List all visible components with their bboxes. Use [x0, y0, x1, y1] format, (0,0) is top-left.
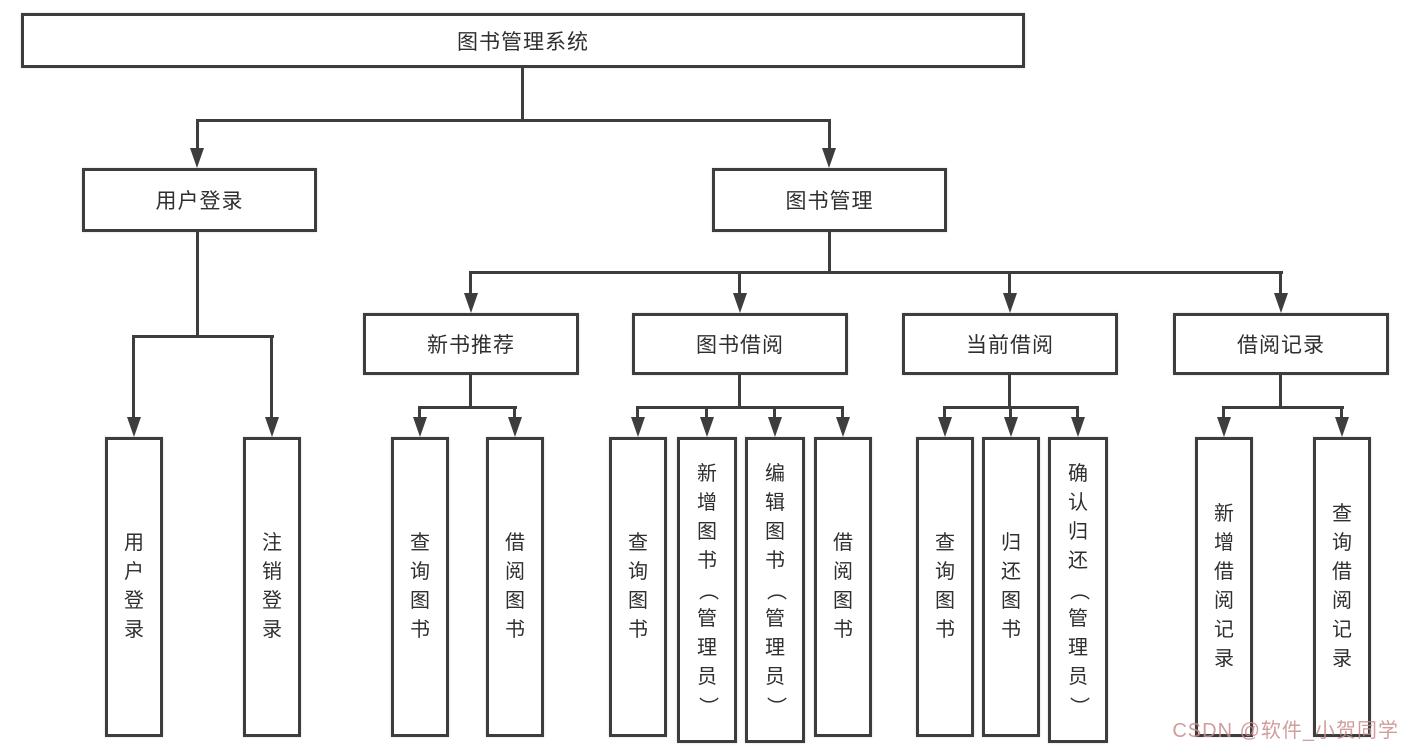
leaf-logout-login: 注销登录 — [243, 437, 301, 737]
connector-line — [469, 271, 472, 293]
node-book-management: 图书管理 — [712, 168, 947, 232]
connector-line — [132, 335, 135, 417]
node-user-login-label: 用户登录 — [155, 190, 244, 213]
connector-line — [469, 271, 1283, 274]
arrowhead-down-icon — [938, 417, 952, 437]
connector-line — [773, 406, 776, 417]
connector-line — [469, 375, 472, 409]
connector-line — [738, 375, 741, 409]
arrowhead-down-icon — [1071, 417, 1085, 437]
node-current-borrow: 当前借阅 — [902, 313, 1118, 375]
node-book-borrow: 图书借阅 — [632, 313, 848, 375]
leaf-return-books: 归还图书 — [982, 437, 1040, 737]
connector-line — [828, 232, 831, 274]
arrowhead-down-icon — [265, 417, 279, 437]
connector-line — [1279, 271, 1282, 293]
node-current-borrow-label: 当前借阅 — [966, 334, 1054, 357]
leaf-borrow-books: 借阅图书 — [814, 437, 872, 737]
arrowhead-down-icon — [1217, 417, 1231, 437]
connector-line — [418, 406, 517, 409]
connector-line — [1076, 406, 1079, 417]
leaf-add-books-admin: 新增图书（管理员） — [677, 437, 737, 743]
connector-line — [1222, 406, 1225, 417]
leaf-query-books-borrow: 查询图书 — [609, 437, 667, 737]
connector-line — [513, 406, 516, 417]
arrowhead-down-icon — [1003, 293, 1017, 313]
arrowhead-down-icon — [127, 417, 141, 437]
connector-line — [521, 68, 524, 122]
arrowhead-down-icon — [508, 417, 522, 437]
connector-line — [828, 119, 831, 148]
connector-line — [196, 119, 199, 148]
connector-line — [738, 271, 741, 293]
node-book-borrow-label: 图书借阅 — [696, 334, 784, 357]
node-root-label: 图书管理系统 — [457, 30, 589, 54]
connector-line — [636, 406, 639, 417]
arrowhead-down-icon — [1274, 293, 1288, 313]
leaf-confirm-return-admin: 确认归还（管理员） — [1048, 437, 1108, 743]
connector-line — [196, 119, 831, 122]
node-root-system: 图书管理系统 — [21, 13, 1025, 68]
connector-line — [1008, 271, 1011, 293]
connector-line — [270, 335, 273, 417]
node-user-login: 用户登录 — [82, 168, 317, 232]
node-borrow-records-label: 借阅记录 — [1237, 334, 1325, 357]
arrowhead-down-icon — [190, 148, 204, 168]
connector-line — [841, 406, 844, 417]
connector-line — [196, 232, 199, 338]
leaf-add-borrow-record: 新增借阅记录 — [1195, 437, 1253, 737]
leaf-query-books-current: 查询图书 — [916, 437, 974, 737]
node-new-book-recommend: 新书推荐 — [363, 313, 579, 375]
arrowhead-down-icon — [768, 417, 782, 437]
connector-line — [1009, 406, 1012, 417]
arrowhead-down-icon — [836, 417, 850, 437]
arrowhead-down-icon — [631, 417, 645, 437]
arrowhead-down-icon — [733, 293, 747, 313]
connector-line — [1279, 375, 1282, 409]
leaf-query-books-recommend: 查询图书 — [391, 437, 449, 737]
leaf-borrow-books-recommend: 借阅图书 — [486, 437, 544, 737]
connector-line — [132, 335, 274, 338]
leaf-edit-books-admin: 编辑图书（管理员） — [745, 437, 805, 743]
arrowhead-down-icon — [1335, 417, 1349, 437]
connector-line — [636, 406, 844, 409]
connector-line — [1008, 375, 1011, 409]
connector-line — [418, 406, 421, 417]
node-book-management-label: 图书管理 — [785, 190, 874, 213]
connector-line — [1340, 406, 1343, 417]
arrowhead-down-icon — [1004, 417, 1018, 437]
connector-line — [1222, 406, 1344, 409]
arrowhead-down-icon — [413, 417, 427, 437]
arrowhead-down-icon — [822, 148, 836, 168]
arrowhead-down-icon — [700, 417, 714, 437]
leaf-user-login: 用户登录 — [105, 437, 163, 737]
node-borrow-records: 借阅记录 — [1173, 313, 1389, 375]
connector-line — [705, 406, 708, 417]
leaf-query-borrow-record: 查询借阅记录 — [1313, 437, 1371, 737]
connector-line — [943, 406, 946, 417]
arrowhead-down-icon — [464, 293, 478, 313]
node-new-book-recommend-label: 新书推荐 — [427, 334, 515, 357]
